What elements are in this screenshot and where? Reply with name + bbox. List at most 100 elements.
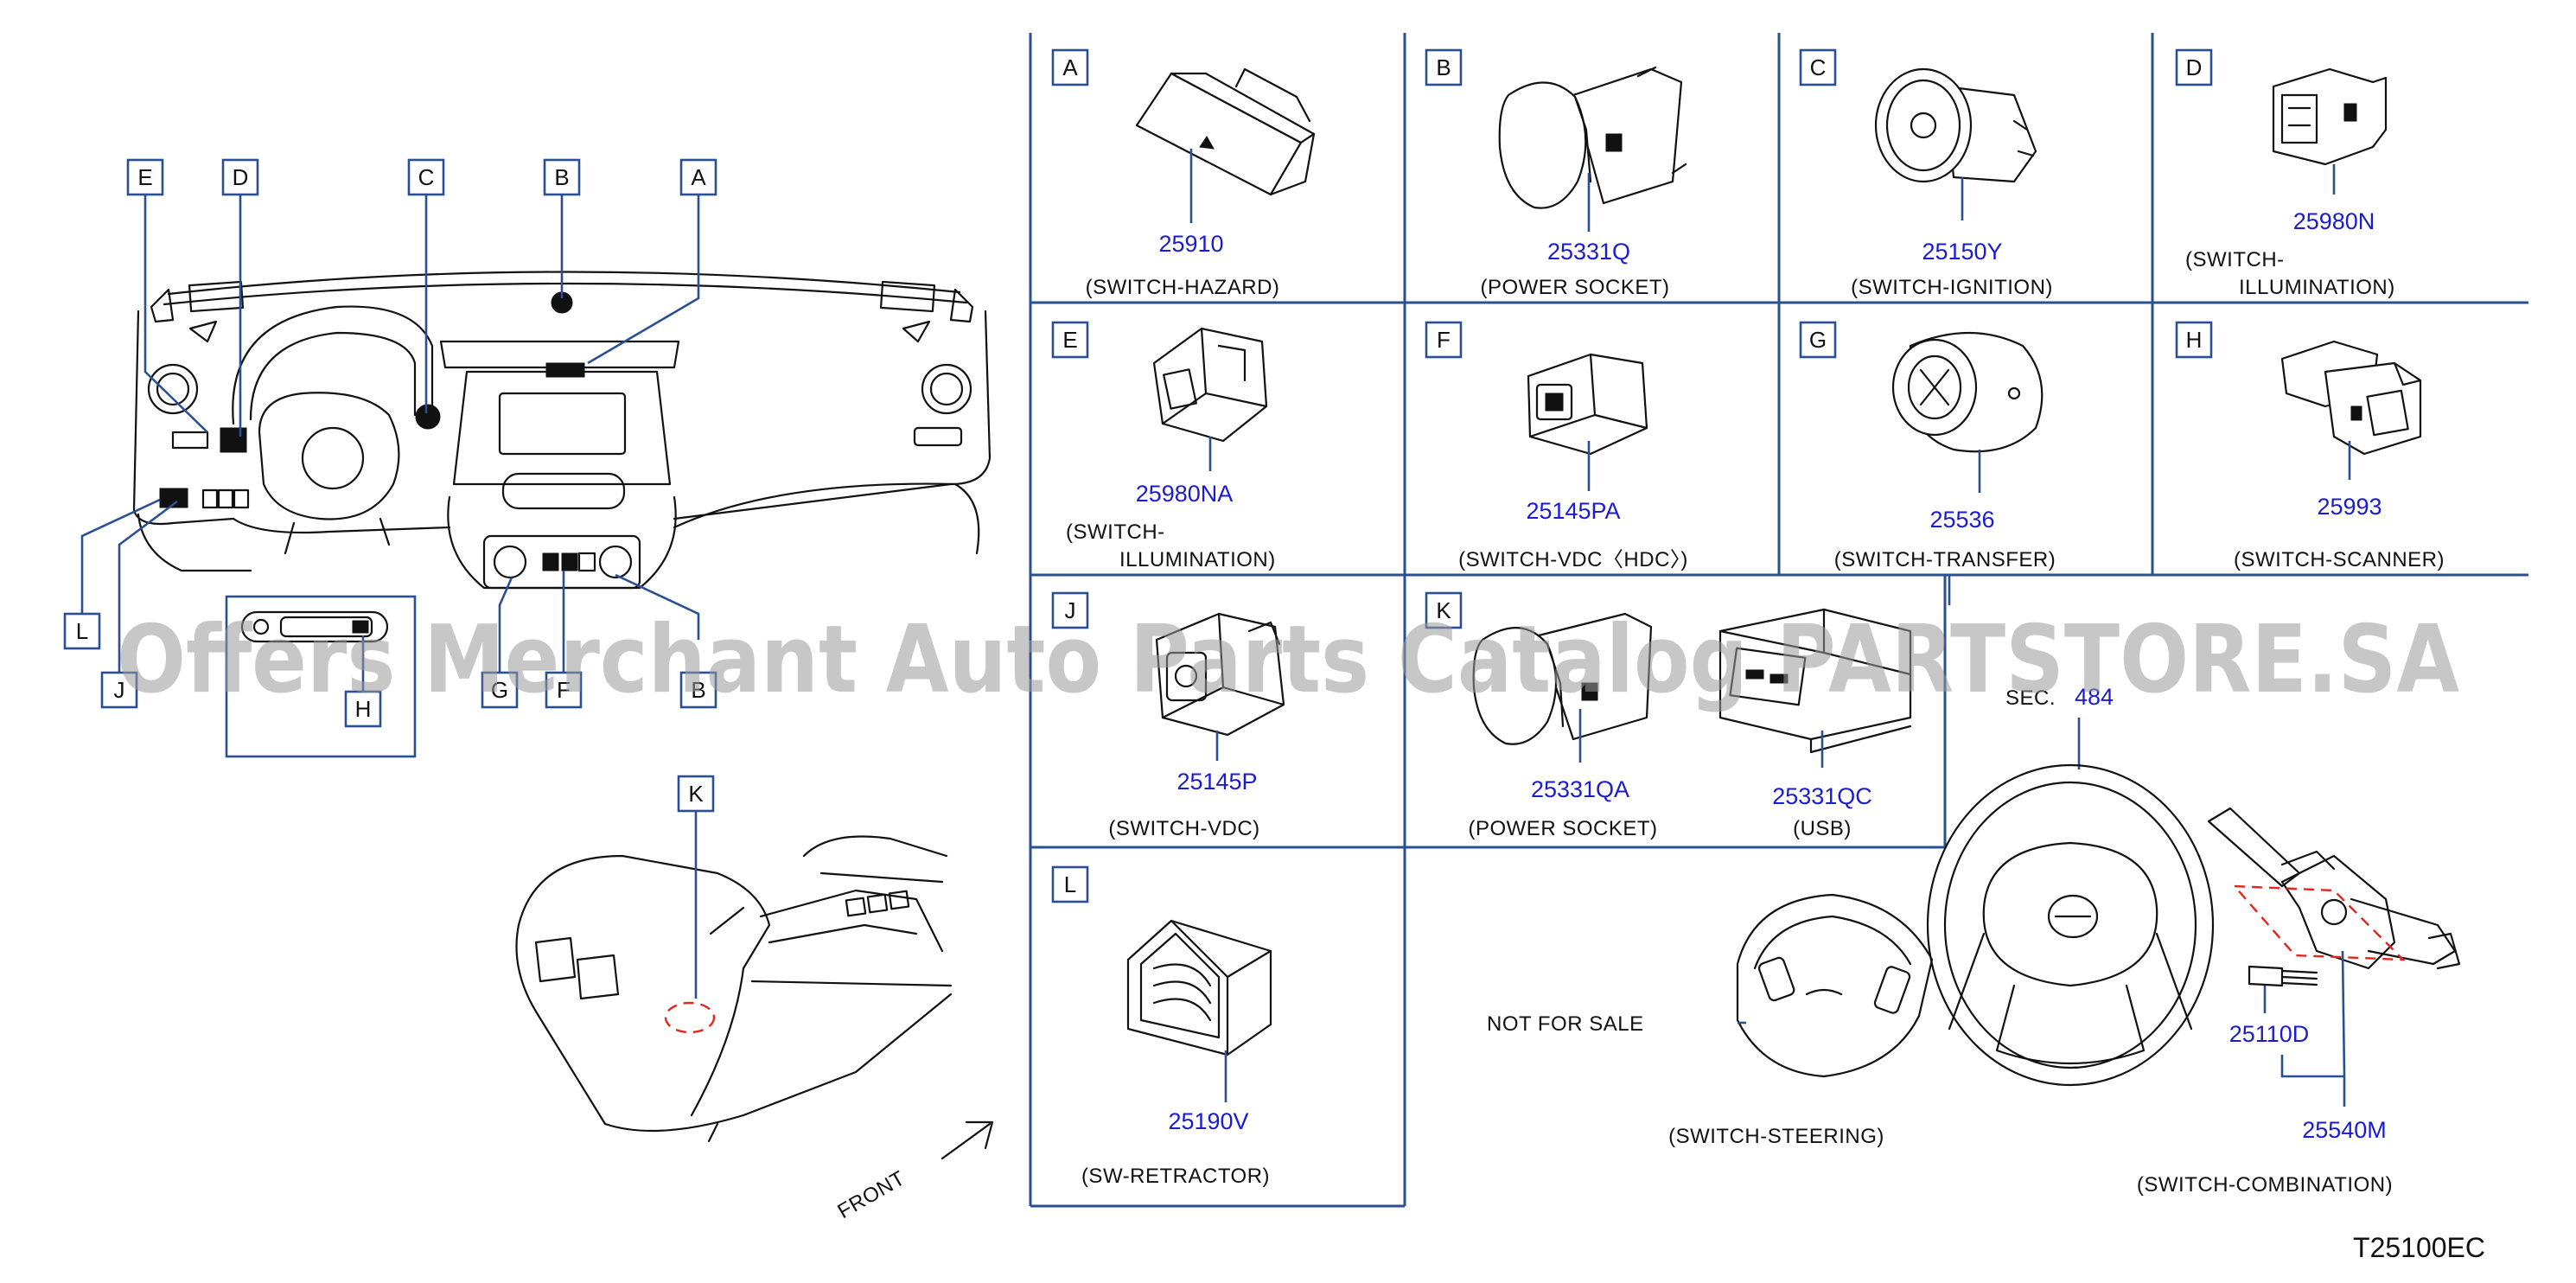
part-number-25536: 25536 — [1929, 507, 1994, 533]
steering-switch-illustration — [1736, 893, 1934, 1078]
overhead-detail — [225, 595, 417, 758]
combination-switch-area: 25110D 25540M (SWITCH-COMBINATION) — [2137, 807, 2461, 1197]
location-label-g: G — [481, 671, 519, 709]
location-labels: E D C B A L J G F B H K — [63, 158, 717, 813]
svg-text:B: B — [691, 677, 705, 703]
vdc-hdc-switch-illustration — [1527, 353, 1648, 456]
cell-h: H 25993 (SWITCH-SCANNER) — [2175, 321, 2445, 571]
steering-wheel-illustration — [1926, 763, 2215, 1087]
caption-usb: (USB) — [1793, 817, 1852, 840]
cell-l: L 25190V (SW-RETRACTOR) — [1051, 865, 1272, 1188]
svg-text:D: D — [2186, 54, 2203, 80]
svg-text:D: D — [233, 164, 249, 190]
svg-text:FRONT: FRONT — [834, 1166, 909, 1223]
svg-text:H: H — [355, 696, 372, 722]
usb-illustration — [1718, 608, 1912, 754]
cell-e: E 25980NA (SWITCH- ILLUMINATION) — [1051, 321, 1276, 571]
caption-switch-hazard: (SWITCH-HAZARD) — [1086, 276, 1280, 299]
part-number-25150y: 25150Y — [1922, 239, 2002, 265]
caption-power-socket-k: (POWER SOCKET) — [1468, 817, 1657, 840]
section-number-484: 484 — [2075, 684, 2114, 710]
scanner-switch-illustration — [2280, 340, 2422, 456]
cell-a: A 25910 (SWITCH-HAZARD) — [1051, 48, 1316, 299]
caption-switch-scanner: (SWITCH-SCANNER) — [2234, 548, 2445, 571]
section-label: SEC. — [2005, 686, 2056, 710]
not-for-sale-note: NOT FOR SALE — [1487, 1012, 1644, 1036]
location-label-a: A — [679, 158, 717, 196]
cell-d: D 25980N (SWITCH- ILLUMINATION) — [2175, 48, 2395, 299]
location-label-l: L — [63, 612, 101, 650]
vdc-switch-illustration — [1155, 612, 1285, 737]
caption-switch-illumination-d-1: (SWITCH- — [2185, 248, 2285, 271]
svg-text:J: J — [114, 677, 125, 703]
part-number-25145p: 25145P — [1176, 769, 1257, 795]
power-socket-k-illustration — [1472, 612, 1653, 745]
part-number-25980n: 25980N — [2293, 208, 2375, 234]
cell-f: F 25145PA (SWITCH-VDC〈HDC〉) — [1425, 321, 1688, 571]
caption-switch-vdc-hdc: (SWITCH-VDC〈HDC〉) — [1458, 548, 1688, 571]
caption-switch-ignition: (SWITCH-IGNITION) — [1851, 276, 2053, 299]
center-console — [515, 811, 953, 1143]
caption-switch-combination: (SWITCH-COMBINATION) — [2137, 1173, 2393, 1197]
location-label-e: E — [126, 158, 164, 196]
cell-j: J 25145P (SWITCH-VDC) — [1051, 591, 1285, 840]
svg-text:C: C — [418, 164, 435, 190]
retractor-switch-illustration — [1126, 919, 1272, 1056]
front-indicator: FRONT — [834, 1120, 994, 1223]
part-number-25980na: 25980NA — [1136, 481, 1234, 507]
part-number-25110d: 25110D — [2229, 1021, 2310, 1047]
ignition-switch-illustration — [1874, 67, 2037, 183]
illumination-switch-d-illustration — [2272, 67, 2388, 166]
hazard-switch-illustration — [1135, 67, 1316, 196]
caption-switch-vdc: (SWITCH-VDC) — [1108, 817, 1259, 840]
parts-grid — [1029, 33, 2528, 1208]
caption-switch-illumination-d-2: ILLUMINATION) — [2239, 276, 2395, 299]
part-number-25331qc: 25331QC — [1772, 783, 1872, 809]
part-number-25540m: 25540M — [2302, 1117, 2387, 1143]
cell-k: K 25331QA (POWER SOCKET) 25331QC (USB) — [1425, 591, 1912, 840]
caption-switch-illumination-e-2: ILLUMINATION) — [1119, 548, 1276, 571]
caption-switch-illumination-e-1: (SWITCH- — [1066, 520, 1165, 544]
svg-text:G: G — [1809, 327, 1827, 353]
location-label-b: B — [543, 158, 581, 196]
svg-text:L: L — [1064, 871, 1076, 897]
location-label-f: F — [545, 671, 583, 709]
location-label-d: D — [221, 158, 259, 196]
steering-wheel-area: SEC. 484 NOT FOR SALE (SWITCH-STEERING) — [1487, 575, 2215, 1148]
svg-text:A: A — [1062, 54, 1078, 80]
caption-switch-transfer: (SWITCH-TRANSFER) — [1834, 548, 2056, 571]
location-label-k: K — [677, 775, 715, 813]
svg-text:L: L — [76, 618, 88, 644]
part-number-25910: 25910 — [1158, 231, 1223, 257]
caption-switch-steering: (SWITCH-STEERING) — [1668, 1125, 1884, 1148]
svg-text:F: F — [1437, 327, 1451, 353]
caption-power-socket: (POWER SOCKET) — [1480, 276, 1669, 299]
dashboard-overview — [132, 271, 992, 590]
cell-c: C 25150Y (SWITCH-IGNITION) — [1799, 48, 2053, 299]
illumination-switch-e-illustration — [1152, 327, 1268, 443]
part-number-25190v: 25190V — [1168, 1108, 1248, 1134]
dashboard-leaders — [80, 195, 700, 692]
part-number-25145pa: 25145PA — [1526, 498, 1620, 524]
svg-text:H: H — [2186, 327, 2203, 353]
combination-switch-illustration — [2207, 807, 2461, 970]
svg-text:B: B — [554, 164, 569, 190]
screw-illustration — [2248, 965, 2318, 987]
cell-g: G 25536 (SWITCH-TRANSFER) — [1799, 321, 2056, 571]
svg-text:J: J — [1065, 597, 1076, 623]
part-number-25331qa: 25331QA — [1531, 776, 1629, 802]
part-number-25993: 25993 — [2317, 494, 2382, 520]
part-number-25331q: 25331Q — [1547, 239, 1630, 265]
location-label-h: H — [344, 690, 382, 728]
svg-text:F: F — [557, 677, 571, 703]
svg-text:A: A — [691, 164, 706, 190]
svg-text:E: E — [137, 164, 152, 190]
location-label-c: C — [407, 158, 445, 196]
power-socket-illustration — [1498, 66, 1687, 209]
svg-text:C: C — [1810, 54, 1827, 80]
svg-text:K: K — [1436, 597, 1451, 623]
watermark-text: Offers Merchant Auto Parts Catalog PARTS… — [117, 606, 2459, 714]
caption-sw-retractor: (SW-RETRACTOR) — [1081, 1165, 1270, 1188]
location-label-bb: B — [679, 671, 717, 709]
